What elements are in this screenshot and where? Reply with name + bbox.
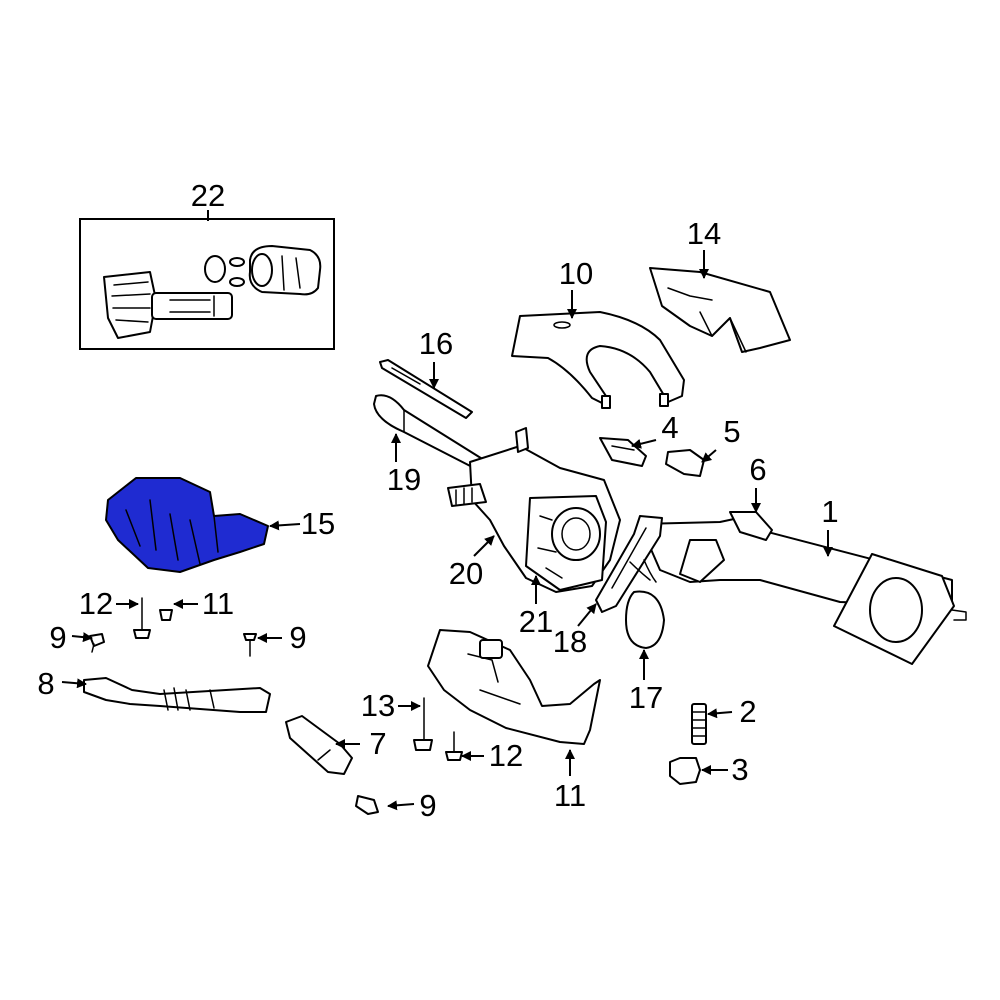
callout-22[interactable]: 22 bbox=[191, 178, 225, 213]
part-20-ignition-switch[interactable] bbox=[447, 483, 487, 507]
callout-17[interactable]: 17 bbox=[629, 680, 663, 715]
callout-11b[interactable]: 11 bbox=[554, 778, 586, 813]
part-17-connector[interactable] bbox=[625, 590, 665, 649]
part-3-nut[interactable] bbox=[669, 757, 701, 785]
callout-21[interactable]: 21 bbox=[519, 604, 553, 639]
part-13-bolt[interactable] bbox=[413, 697, 433, 751]
callout-7[interactable]: 7 bbox=[369, 726, 386, 761]
part-5-clip[interactable] bbox=[665, 449, 705, 477]
callout-12b[interactable]: 12 bbox=[489, 738, 523, 773]
callout-6[interactable]: 6 bbox=[749, 452, 766, 487]
part-9-screw-a[interactable] bbox=[89, 633, 105, 653]
callout-3[interactable]: 3 bbox=[731, 752, 748, 787]
part-10-upper-cover[interactable] bbox=[511, 311, 685, 405]
part-8-shaft[interactable] bbox=[83, 677, 271, 713]
part-19-turn-lever[interactable] bbox=[373, 394, 485, 471]
leader-lines bbox=[61, 210, 833, 811]
callout-1[interactable]: 1 bbox=[821, 494, 838, 529]
callout-5[interactable]: 5 bbox=[723, 414, 740, 449]
callout-10[interactable]: 10 bbox=[559, 256, 593, 291]
callout-15[interactable]: 15 bbox=[301, 506, 335, 541]
part-4-clip[interactable] bbox=[599, 437, 647, 467]
lock-cylinder bbox=[151, 292, 233, 320]
part-11-bolt-a[interactable] bbox=[159, 609, 173, 621]
callout-18[interactable]: 18 bbox=[553, 624, 587, 659]
part-12-bolt-b[interactable] bbox=[445, 731, 463, 761]
callout-20[interactable]: 20 bbox=[449, 556, 483, 591]
callout-14[interactable]: 14 bbox=[687, 216, 721, 251]
part-9-screw-c[interactable] bbox=[355, 795, 379, 815]
callout-13[interactable]: 13 bbox=[361, 688, 395, 723]
callout-16[interactable]: 16 bbox=[419, 326, 453, 361]
part-11-lower-cover[interactable] bbox=[427, 629, 601, 745]
callout-19[interactable]: 19 bbox=[387, 462, 421, 497]
part-7-actuator[interactable] bbox=[285, 715, 353, 775]
part-22-lock-cylinder-kit[interactable] bbox=[79, 218, 335, 350]
part-14-shroud-cover[interactable] bbox=[649, 267, 791, 353]
callout-2[interactable]: 2 bbox=[739, 694, 756, 729]
part-9-screw-b[interactable] bbox=[243, 633, 257, 657]
part-2-stud[interactable] bbox=[691, 703, 707, 745]
callout-9a[interactable]: 9 bbox=[49, 620, 66, 655]
callout-9b[interactable]: 9 bbox=[289, 620, 306, 655]
callout-12a[interactable]: 12 bbox=[79, 586, 113, 621]
callout-11a[interactable]: 11 bbox=[202, 586, 234, 621]
part-12-bolt-a[interactable] bbox=[133, 597, 151, 639]
callout-9c[interactable]: 9 bbox=[419, 788, 436, 823]
part-15-lower-shroud[interactable] bbox=[105, 477, 269, 573]
callout-labels: 22 14 10 16 19 4 5 6 1 15 20 21 18 17 2 … bbox=[37, 178, 838, 823]
callout-8[interactable]: 8 bbox=[37, 666, 54, 701]
column-bracket bbox=[679, 539, 725, 583]
callout-4[interactable]: 4 bbox=[661, 410, 678, 445]
